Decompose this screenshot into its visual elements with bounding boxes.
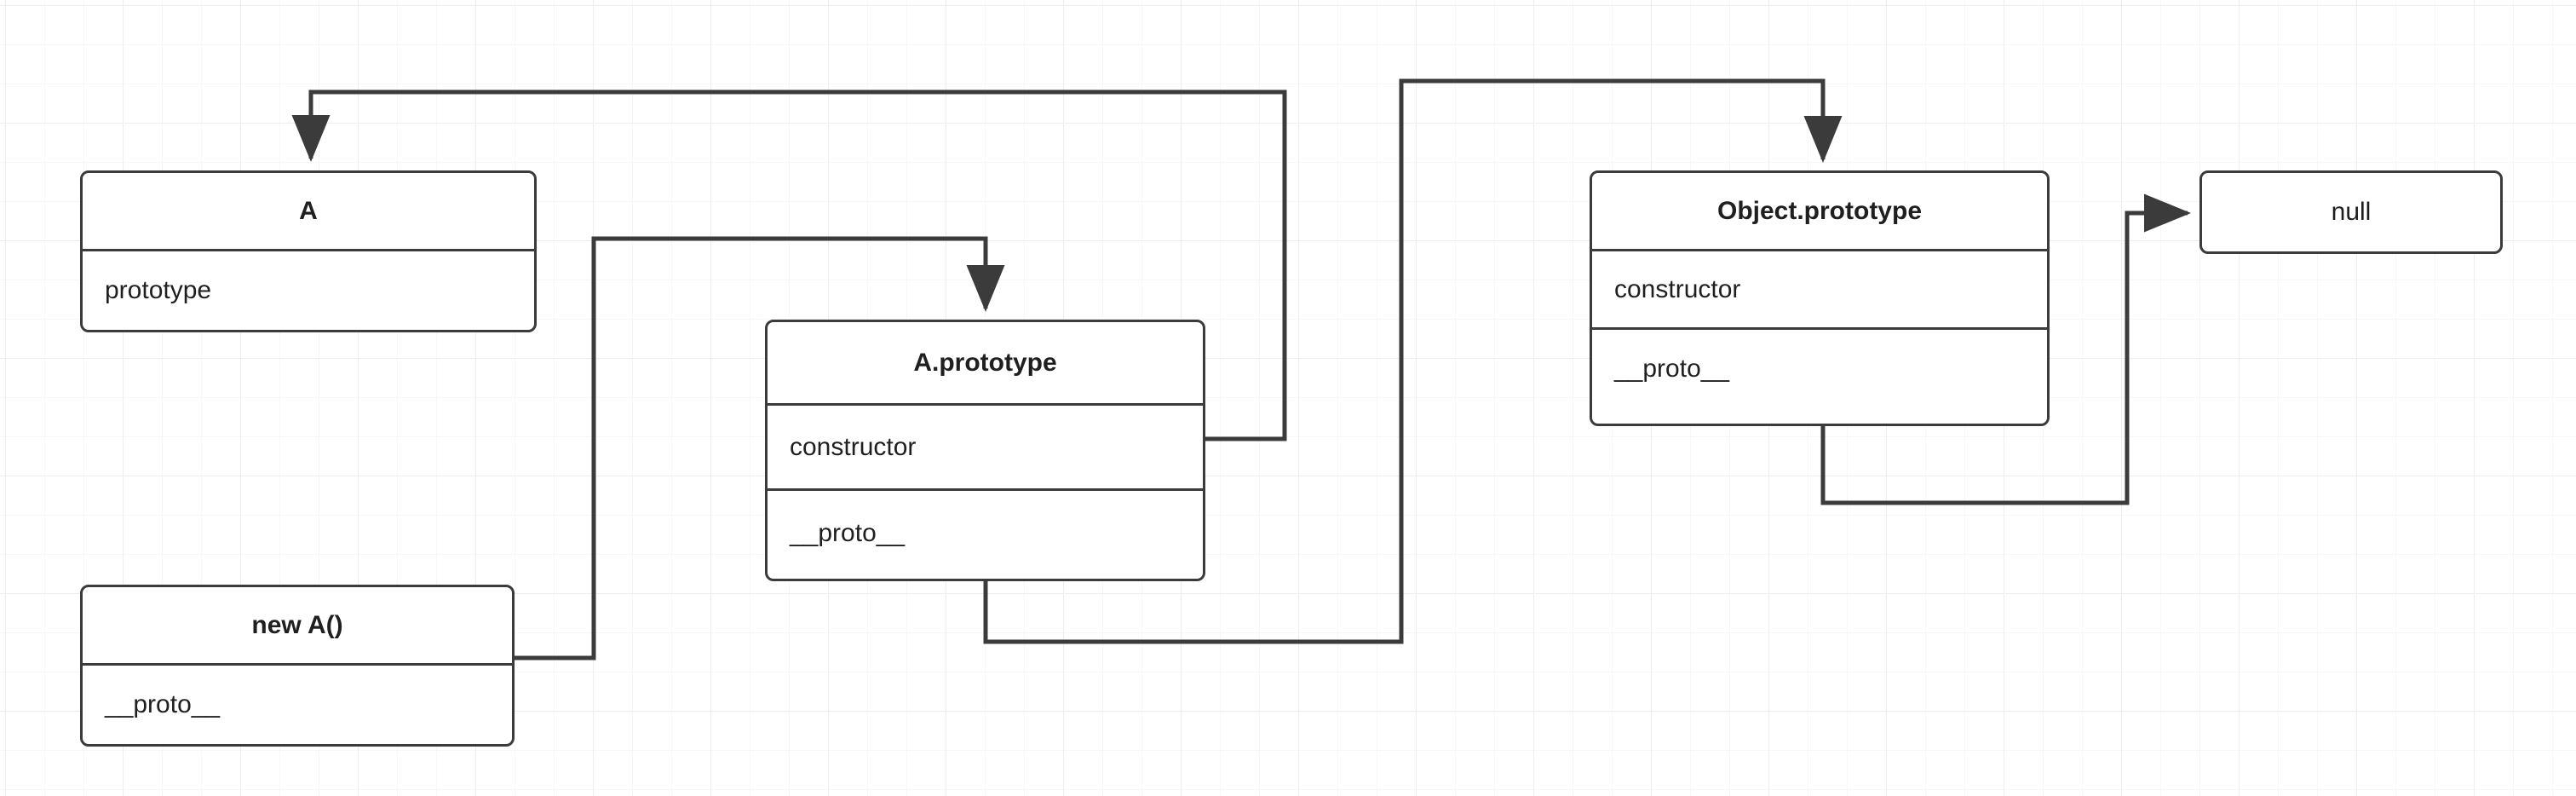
node-object-prototype-header: Object.prototype	[1592, 173, 2047, 251]
node-a[interactable]: A prototype	[80, 170, 537, 332]
node-null[interactable]: null	[2199, 170, 2503, 254]
node-new-a-header: new A()	[83, 587, 512, 666]
node-null-header: null	[2331, 198, 2372, 226]
node-a-header: A	[83, 173, 534, 251]
node-a-prototype-header: A.prototype	[768, 322, 1203, 406]
node-a-prototype[interactable]: A.prototype constructor __proto__	[765, 320, 1205, 581]
node-object-prototype[interactable]: Object.prototype constructor __proto__	[1590, 170, 2050, 426]
node-a-field-prototype[interactable]: prototype	[105, 276, 212, 304]
node-a-prototype-field-proto[interactable]: __proto__	[790, 519, 906, 547]
node-object-prototype-field-constructor[interactable]: constructor	[1592, 251, 2047, 330]
node-new-a-field-proto[interactable]: __proto__	[105, 690, 221, 718]
node-object-prototype-field-proto[interactable]: __proto__	[1614, 355, 1730, 383]
node-new-a[interactable]: new A() __proto__	[80, 585, 515, 747]
node-a-prototype-field-constructor[interactable]: constructor	[768, 406, 1203, 491]
